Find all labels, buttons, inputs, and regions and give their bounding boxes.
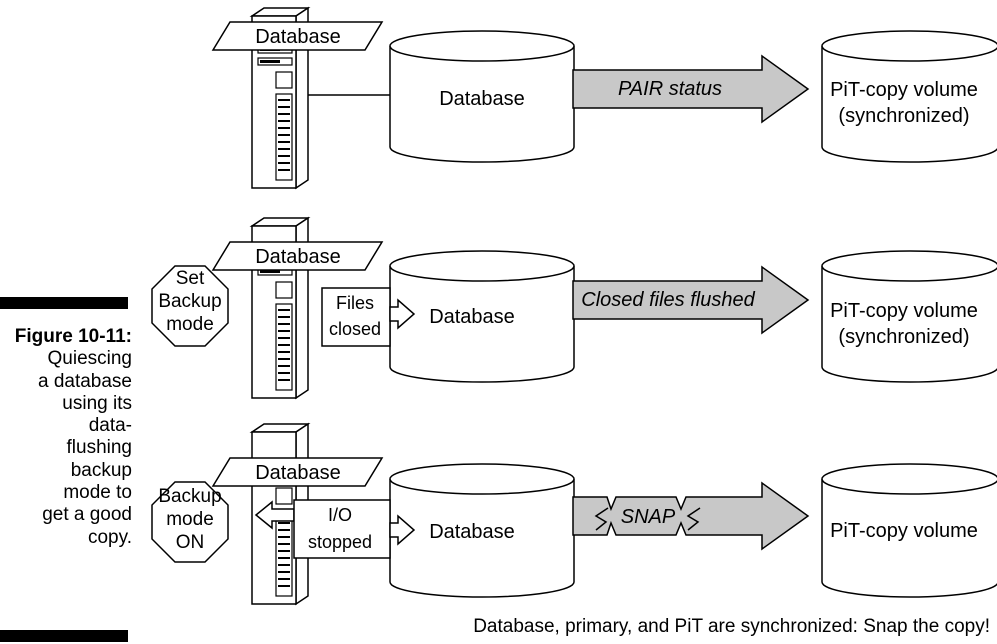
caption-line: flushing: [66, 437, 133, 459]
pit-copy-label: PiT-copy volume: [830, 520, 978, 542]
octagon-line-1: Backup: [158, 486, 221, 507]
transfer-arrow: [572, 265, 810, 335]
source-disk-label: Database: [429, 306, 515, 328]
caption-line: copy.: [87, 526, 132, 548]
figure-label: Figure 10-11:: [14, 326, 132, 347]
source-disk-icon: [389, 463, 575, 598]
files-closed-callout: [321, 287, 391, 347]
snap-arrow: [572, 481, 810, 551]
caption-line: get a good: [42, 504, 132, 526]
callout-line-1: I/O: [328, 505, 352, 525]
transfer-arrow: [572, 54, 810, 124]
source-disk-icon: [389, 250, 575, 383]
server-label-tag: [211, 457, 384, 487]
octagon-line-2: mode: [166, 509, 214, 530]
pit-copy-sublabel: (synchronized): [838, 326, 969, 348]
pit-copy-label: PiT-copy volume: [830, 300, 978, 322]
caption-line: a database: [37, 370, 132, 392]
callout-line-2: stopped: [308, 532, 372, 552]
caption-line: backup: [70, 459, 132, 481]
lightning-bolt-icon: [686, 507, 701, 531]
bottom-note: Database, primary, and PiT are synchroni…: [473, 616, 990, 637]
caption-line: data-: [88, 415, 132, 437]
transfer-arrow-label: PAIR status: [618, 78, 722, 100]
server-label: Database: [255, 462, 341, 484]
callout-line-1: Files: [336, 293, 374, 313]
row-3: Database Backup mode ON I/O stopped Data…: [151, 423, 997, 605]
io-stopped-callout: [293, 499, 391, 559]
caption-line: Quiescing: [47, 348, 133, 370]
lightning-bolt-icon: [594, 507, 609, 531]
source-disk-icon: [389, 30, 575, 163]
caption-top-rule: [0, 297, 128, 309]
caption-line: using its: [62, 392, 132, 414]
server-label-tag: [211, 241, 384, 271]
octagon-line-3: ON: [176, 532, 205, 553]
pit-copy-disk-icon: [821, 463, 997, 598]
pit-copy-sublabel: (synchronized): [838, 105, 969, 127]
caption-line: mode to: [63, 482, 132, 504]
server-label: Database: [255, 246, 341, 268]
backup-mode-on-octagon: [151, 481, 229, 563]
octagon-line-2: Backup: [158, 291, 221, 312]
pit-copy-label: PiT-copy volume: [830, 79, 978, 101]
octagon-line-1: Set: [176, 268, 205, 289]
snap-label: SNAP: [621, 506, 676, 528]
row-2: Database Set Backup mode Files closed Da…: [151, 217, 997, 399]
pit-copy-disk-icon: [821, 250, 997, 383]
figure-caption: Figure 10-11: Quiescing a database using…: [0, 326, 132, 549]
server-label-tag: [211, 21, 384, 51]
callout-line-2: closed: [329, 319, 381, 339]
server-label: Database: [255, 26, 341, 48]
set-backup-mode-octagon: [151, 265, 229, 347]
io-arrow-icon: [389, 514, 416, 546]
caption-bottom-rule: [0, 630, 128, 642]
octagon-line-3: mode: [166, 314, 214, 335]
source-disk-label: Database: [429, 521, 515, 543]
pit-copy-disk-icon: [821, 30, 997, 163]
transfer-arrow-label: Closed files flushed: [581, 289, 755, 311]
row-1: Database Database PAIR status PiT-copy v…: [211, 7, 997, 189]
source-disk-label: Database: [439, 88, 525, 110]
flush-arrow-icon: [389, 298, 416, 330]
